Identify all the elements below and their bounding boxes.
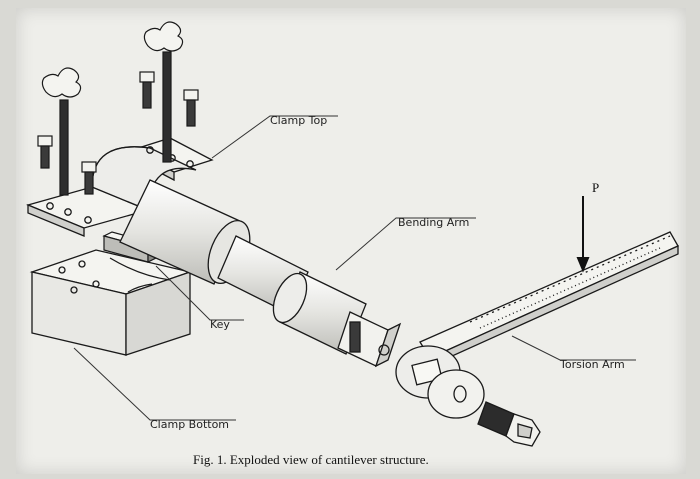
torsion-arm-part	[395, 231, 679, 419]
knob-left	[41, 67, 82, 196]
bolt-mid-left	[81, 161, 97, 195]
clamp-top-part	[26, 137, 214, 237]
load-label: P	[592, 180, 599, 195]
hex-bolt-part	[477, 401, 541, 447]
bending-arm-part	[119, 179, 402, 368]
leader-lines	[73, 115, 636, 421]
clamp-bottom-part	[29, 249, 193, 356]
figure-caption: Fig. 1. Exploded view of cantilever stru…	[193, 452, 429, 467]
label-clamp-top: Clamp Top	[270, 114, 327, 127]
label-torsion-arm: Torsion Arm	[559, 358, 625, 371]
knob-right	[143, 21, 184, 163]
threaded-knobs	[41, 21, 184, 196]
label-key: Key	[210, 318, 230, 331]
bolt-top-right	[183, 89, 199, 127]
bolts	[37, 71, 199, 195]
label-clamp-bottom: Clamp Bottom	[150, 418, 229, 431]
load-arrow	[576, 196, 590, 273]
bolt-top-left	[139, 71, 155, 109]
label-bending-arm: Bending Arm	[398, 216, 469, 229]
bolt-left	[37, 135, 53, 169]
